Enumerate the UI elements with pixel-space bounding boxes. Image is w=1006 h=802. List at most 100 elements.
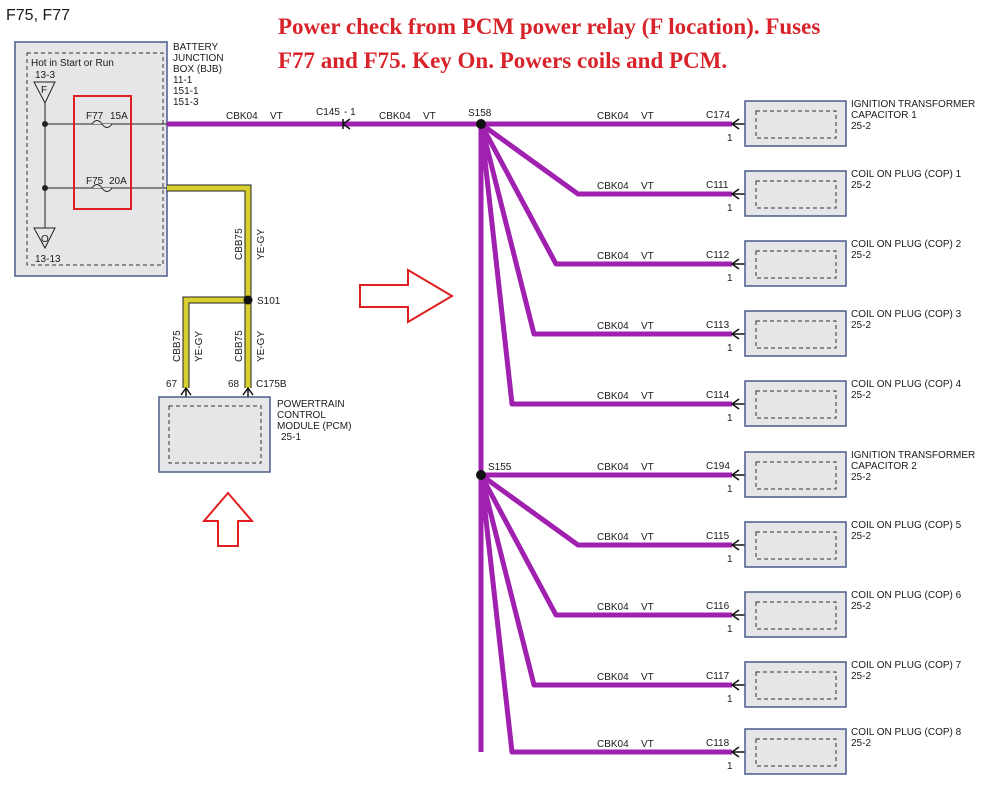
terminal-f-letter: F [41,85,47,96]
component-inner-box [755,601,837,630]
wire-cbk04-label: CBK04 [597,321,629,332]
component-name-line: COIL ON PLUG (COP) 7 [851,660,962,671]
wire-vt-label: VT [270,111,283,122]
terminal-o-letter: O [41,234,49,245]
violet-branch-wire [478,123,732,337]
bjb-name-line: BATTERY [173,42,219,53]
component-box [744,728,847,775]
annotation-line-1: Power check from PCM power relay (F loca… [278,14,820,39]
component-pin: 1 [727,484,733,495]
pcm-name-line: 25-1 [281,432,301,443]
terminal-bottom-ref: 13-13 [35,254,61,265]
wire-cbk04-label: CBK04 [597,181,629,192]
fuse-f75-label: F75 [86,176,104,187]
pcm-pin-67: 67 [166,379,178,390]
fuse-highlight-box [73,95,132,210]
component-inner-box [755,180,837,209]
component-name-line: COIL ON PLUG (COP) 5 [851,520,962,531]
cbb75-wiring [167,184,253,388]
component-name-line: COIL ON PLUG (COP) 8 [851,727,962,738]
wire-yegy-label: YE-GY [256,331,267,362]
pcm-name-line: CONTROL [277,410,326,421]
wire-vt-label: VT [641,111,654,122]
component-name-line: 25-2 [851,472,871,483]
violet-branch-wire [478,474,732,755]
component-pin: 1 [727,554,733,565]
wire-vt-label: VT [641,321,654,332]
bjb-name: BATTERY JUNCTION BOX (BJB) 11-1 151-1 15… [173,42,224,108]
wire-yegy-label: YE-GY [256,229,267,260]
connector-c145: C145 [316,107,340,118]
component-box [744,521,847,568]
wire-vt-label: VT [423,111,436,122]
component-box [744,380,847,427]
wire-cbk04-label: CBK04 [597,672,629,683]
fuse-f77-rating: 15A [110,111,128,122]
component-connector-id: C113 [706,320,730,331]
component-inner-box [755,250,837,279]
splice-s101-label: S101 [257,296,281,307]
connector-c145-pin: - 1 [344,107,356,118]
component-pin: 1 [727,413,733,424]
component-box [744,170,847,217]
component-name-line: COIL ON PLUG (COP) 1 [851,169,962,180]
component-connector-id: C112 [706,250,730,261]
component-connector-id: C115 [706,531,730,542]
violet-branch-wire [479,472,732,548]
wire-vt-label: VT [641,602,654,613]
component-name-line: COIL ON PLUG (COP) 3 [851,309,962,320]
component-pin: 1 [727,624,733,635]
fuse-f77-symbol [91,120,113,128]
component-name-line: IGNITION TRANSFORMER [851,99,975,110]
wire-cbk04-label: CBK04 [597,532,629,543]
bjb-name-line: 151-1 [173,86,199,97]
wire-cbk04-label: CBK04 [597,739,629,750]
wire-cbk04-label: CBK04 [597,391,629,402]
component-box [744,661,847,708]
pcm-pin-68: 68 [228,379,240,390]
right-arrow-annotation [359,268,454,324]
component-inner-box [755,320,837,349]
component-name-line: COIL ON PLUG (COP) 2 [851,239,962,250]
component-inner-box [755,738,837,767]
violet-branch-wire [478,122,732,267]
violet-branch-wire [478,474,732,688]
wire-vt-label: VT [641,391,654,402]
fuse-f77-label: F77 [86,111,104,122]
wire-yegy-label: YE-GY [194,331,205,362]
violet-branch-wire [479,121,732,197]
wire-cbk04-label: CBK04 [597,251,629,262]
fuse-f75-symbol [91,184,113,192]
component-name-line: 25-2 [851,738,871,749]
splice-s155 [476,470,486,480]
component-name-line: 25-2 [851,320,871,331]
violet-branch-wire [478,473,732,618]
component-pin: 1 [727,761,733,772]
component-pin: 1 [727,133,733,144]
wire-vt-label: VT [641,462,654,473]
component-pin: 1 [727,203,733,214]
fuse-ids-title: F75, F77 [6,7,70,24]
component-inner-box [755,390,837,419]
component-pin: 1 [727,343,733,354]
component-inner-box [755,110,837,139]
component-connector-id: C117 [706,671,730,682]
bjb-name-line: BOX (BJB) [173,64,222,75]
component-connector-id: C174 [706,110,730,121]
wire-vt-label: VT [641,672,654,683]
pcm-name-line: POWERTRAIN [277,399,345,410]
fuse-f75-rating: 20A [109,176,127,187]
splice-s101 [243,295,253,305]
terminal-top-ref: 13-3 [35,70,55,81]
component-inner-box [755,671,837,700]
up-arrow-annotation [201,491,255,547]
wire-cbb75-label: CBB75 [234,228,245,260]
component-box [744,451,847,498]
battery-junction-box: Hot in Start or Run 13-3 F O 13-13 F77 1… [14,41,168,277]
component-connector-id: C118 [706,738,730,749]
bjb-name-line: 151-3 [173,97,199,108]
splice-s155-label: S155 [488,462,512,473]
component-box [744,591,847,638]
component-name-line: 25-2 [851,121,871,132]
